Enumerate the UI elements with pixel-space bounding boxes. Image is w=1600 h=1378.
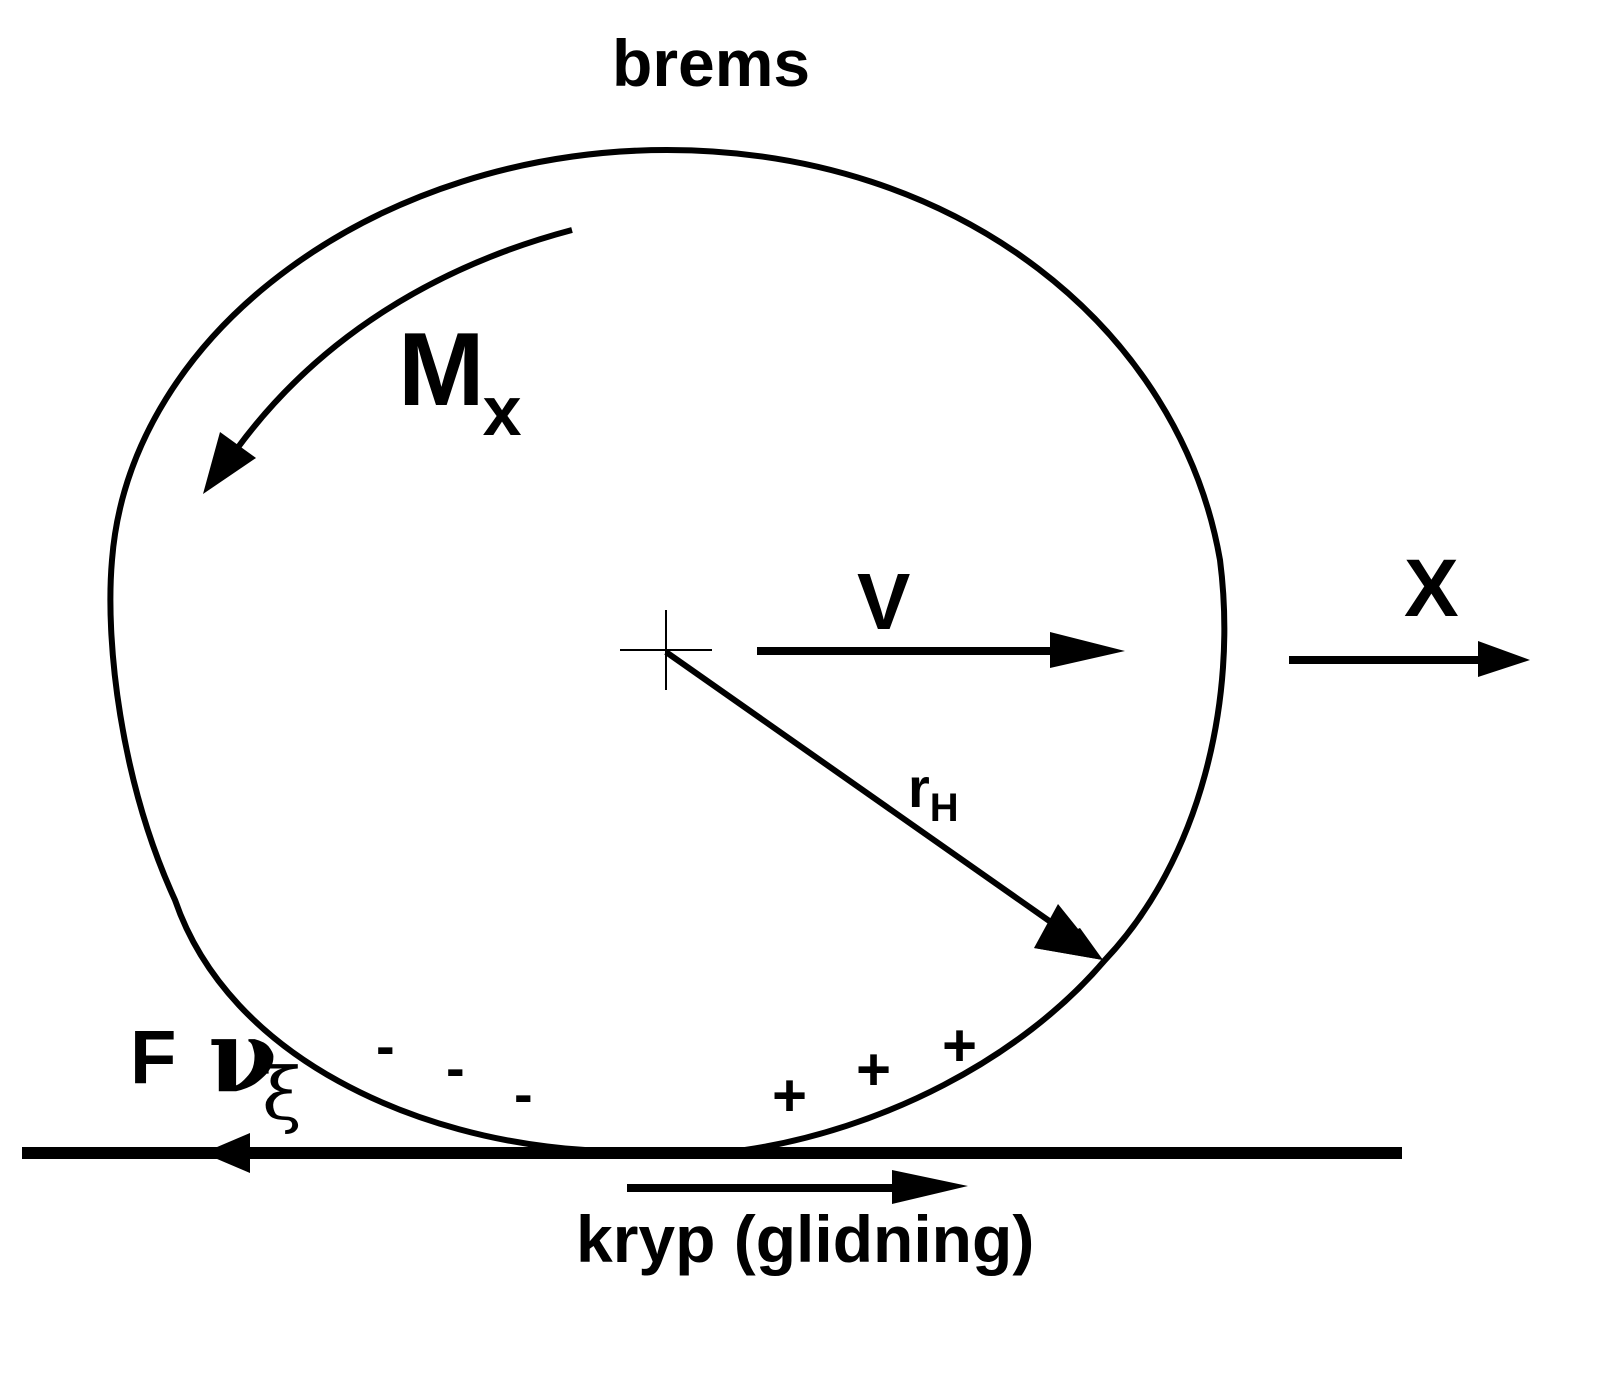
force-label-nu: ν [208,997,278,1115]
x-axis-label: X [1404,543,1459,634]
negative-sign: - [514,1062,533,1125]
moment-subscript: x [482,372,522,450]
positive-sign: + [856,1036,892,1103]
velocity-label: V [857,557,911,646]
slip-label: kryp (glidning) [576,1202,1035,1276]
friction-force-arrowhead-icon [203,1133,250,1173]
radius-subscript: H [929,786,959,830]
wheel-outline [107,146,1228,1153]
radius-label: rH [908,760,959,829]
moment-arrow-icon [203,227,573,494]
x-axis-arrow-icon [1289,641,1530,677]
center-crosshair-icon [620,610,712,690]
moment-label: Mx [398,318,522,446]
radius-symbol: r [908,756,930,819]
force-label-xi: ξ [262,1052,302,1136]
negative-sign: - [376,1014,395,1077]
force-label-f: F [130,1015,177,1100]
moment-symbol: M [398,312,485,428]
negative-sign: - [446,1036,465,1099]
diagram-title: brems [612,26,811,100]
slip-arrow-icon [627,1170,968,1204]
velocity-arrow-icon [757,632,1125,668]
positive-sign: + [772,1062,808,1129]
radius-arrow-icon [664,649,1103,960]
positive-sign: + [942,1012,978,1079]
